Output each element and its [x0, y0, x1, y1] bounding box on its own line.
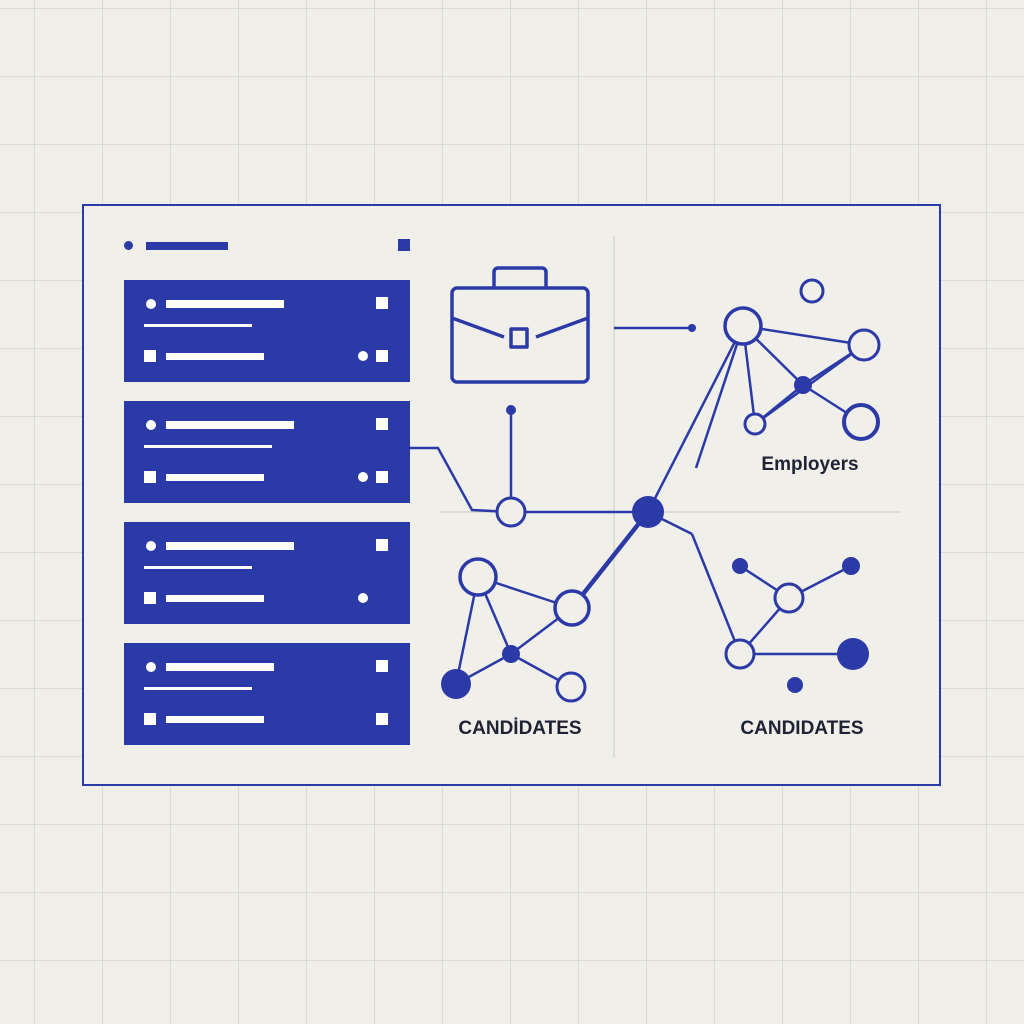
- bullet-icon: [146, 662, 156, 672]
- text-placeholder: [166, 716, 264, 723]
- text-placeholder: [166, 353, 264, 360]
- status-dot-icon: [358, 593, 368, 603]
- bullet-icon: [146, 541, 156, 551]
- text-placeholder: [144, 445, 272, 448]
- text-placeholder: [166, 421, 294, 429]
- checkbox-icon[interactable]: [376, 418, 388, 430]
- list-item[interactable]: [124, 280, 410, 382]
- action-icon[interactable]: [376, 350, 388, 362]
- bullet-icon: [146, 299, 156, 309]
- text-placeholder: [144, 324, 252, 327]
- checkbox-icon[interactable]: [376, 297, 388, 309]
- action-icon[interactable]: [376, 471, 388, 483]
- action-icon[interactable]: [376, 713, 388, 725]
- checkbox-icon[interactable]: [376, 660, 388, 672]
- checkbox-icon[interactable]: [144, 471, 156, 483]
- text-placeholder: [166, 474, 264, 481]
- text-placeholder: [166, 663, 274, 671]
- text-placeholder: [166, 595, 264, 602]
- text-placeholder: [166, 300, 284, 308]
- window-dot: [124, 241, 133, 250]
- text-placeholder: [144, 566, 252, 569]
- checkbox-icon[interactable]: [144, 713, 156, 725]
- status-dot-icon: [358, 351, 368, 361]
- text-placeholder: [166, 542, 294, 550]
- checkbox-icon[interactable]: [144, 592, 156, 604]
- window-title-bar: [146, 242, 228, 250]
- text-placeholder: [144, 687, 252, 690]
- checkbox-icon[interactable]: [376, 539, 388, 551]
- list-item[interactable]: [124, 643, 410, 745]
- status-dot-icon: [358, 472, 368, 482]
- list-item[interactable]: [124, 401, 410, 503]
- window-frame: [82, 204, 941, 786]
- bullet-icon: [146, 420, 156, 430]
- window-control[interactable]: [398, 239, 410, 251]
- list-item[interactable]: [124, 522, 410, 624]
- checkbox-icon[interactable]: [144, 350, 156, 362]
